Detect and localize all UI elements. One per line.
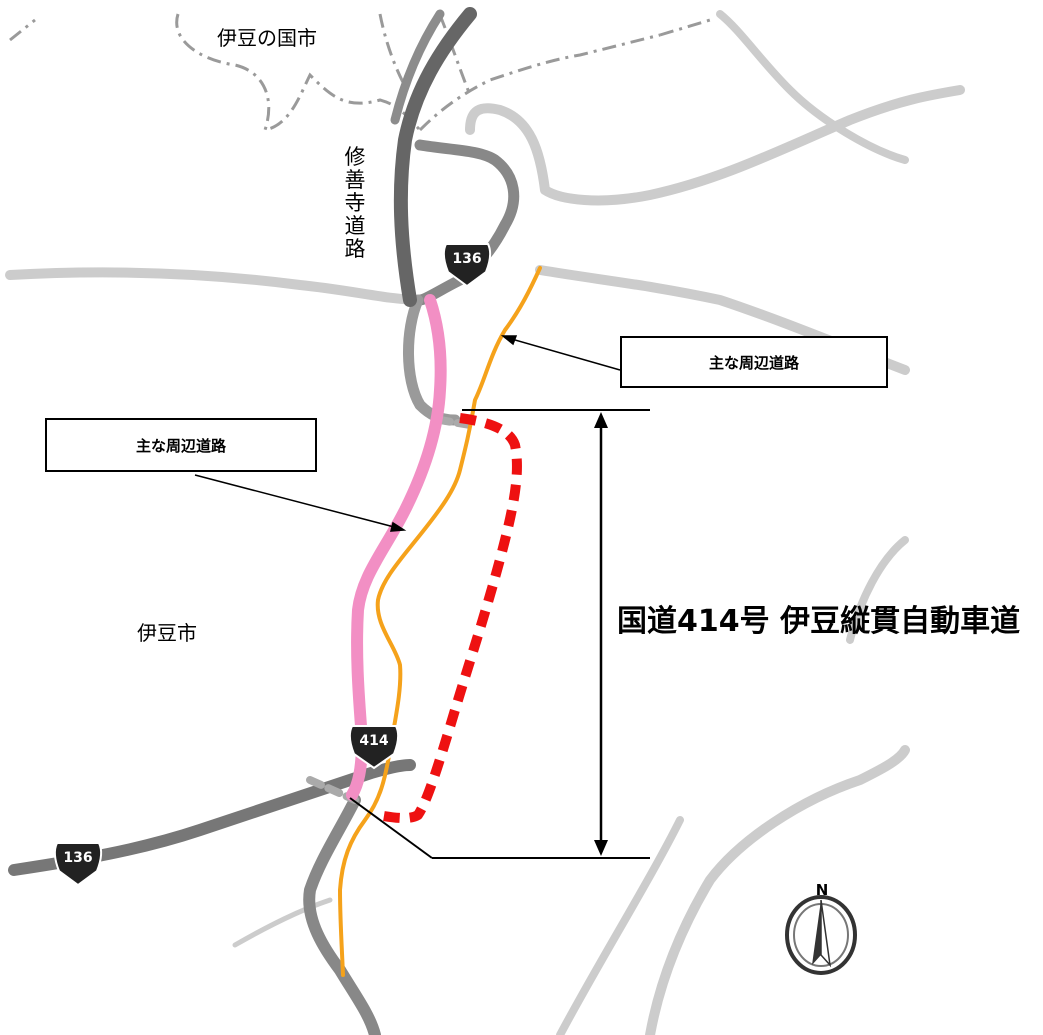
callout-box-west: 主な周辺道路 [45,418,317,472]
extent-lines [349,409,650,859]
orange-road [338,266,542,977]
minor-road-se [645,745,910,1035]
city-boundary [9,13,711,132]
callout-arrows [194,335,621,532]
callout-west-text: 主な周辺道路 [135,436,226,455]
minor-road-east2 [846,536,909,644]
minor-road-west [5,267,425,305]
project-label: 国道414号 伊豆縦貫自動車道 [617,604,1021,639]
shield-136-north-label: 136 [452,251,481,267]
shield-136-south-label: 136 [63,850,92,866]
north-letter: N [816,881,829,899]
callout-east-text: 主な周辺道路 [708,353,799,372]
planned-route [377,413,522,823]
minor-road-sw [232,897,333,948]
route-shield-136-north: 136 [442,243,492,288]
shuzenji-road-line-2 [390,9,445,125]
minor-road-ne [465,85,965,206]
route-shield-414: 414 [348,725,400,770]
shield-414-label: 414 [359,733,388,749]
route-shield-136-south: 136 [53,842,103,887]
road-label-shuzenji: 修善寺道路 [343,145,367,261]
minor-road-north [716,10,909,164]
route-136-north [414,139,520,306]
callout-box-east: 主な周辺道路 [620,336,888,388]
dotted-junction-north [436,416,474,429]
shuzenji-road-line [393,7,477,307]
north-arrow-icon: N [785,881,857,975]
city-label-izunokuni: 伊豆の国市 [217,26,317,50]
city-label-izu: 伊豆市 [137,621,197,645]
route-414 [303,794,381,1035]
extent-arrowheads [594,412,608,856]
minor-roads [5,10,965,1035]
minor-road-south [556,816,684,1035]
main-roads [8,7,520,1035]
